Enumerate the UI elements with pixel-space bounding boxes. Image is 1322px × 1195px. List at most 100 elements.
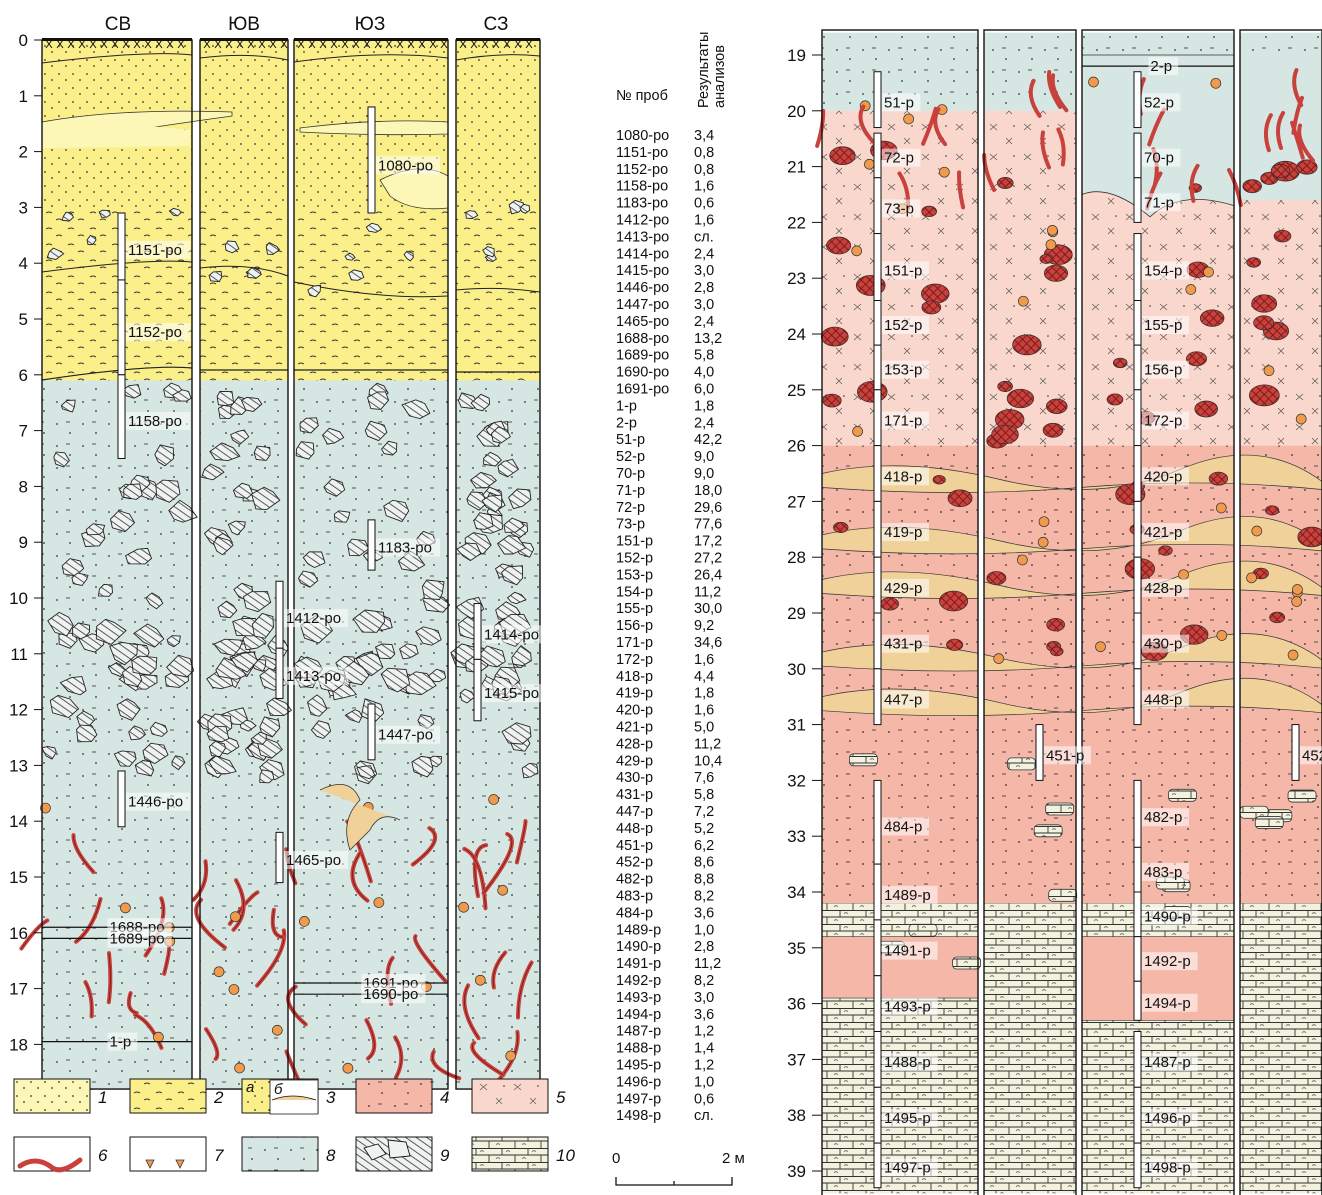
boundary-lines-top <box>41 53 541 64</box>
table-result-value: 29,6 <box>694 500 722 516</box>
clast-hatch <box>497 535 526 554</box>
clast-hatch <box>154 444 174 466</box>
sample-label: 51-р <box>884 94 914 111</box>
sample-label: 1080-ро <box>378 157 433 174</box>
table-sample-id: 154-р <box>616 584 653 600</box>
red-clast-grid <box>1043 423 1063 438</box>
clast-hatch <box>125 548 152 564</box>
red-clast-grid <box>821 327 849 347</box>
topsoil-mark <box>341 39 349 49</box>
clast-hatch <box>252 613 274 639</box>
table-sample-id: 1487-р <box>616 1024 661 1040</box>
orange-mineral <box>1047 224 1058 236</box>
sample-bar <box>1133 980 1142 1021</box>
sample-label-bg <box>126 411 191 430</box>
sample-label: 1689-ро <box>110 930 165 947</box>
sample-label-bg <box>376 538 441 557</box>
clast-hatch <box>348 269 364 281</box>
table-result-value: 3,0 <box>694 263 714 279</box>
clast-hatch <box>50 695 79 718</box>
table-sample-id: 1491-р <box>616 956 661 972</box>
table-result-value: 1,6 <box>694 179 714 195</box>
depth-label-right: 19 <box>787 46 806 65</box>
vein <box>1276 110 1286 150</box>
depth-scale-right: 1920212223242526272829303132333435363738… <box>787 46 822 1181</box>
table-sample-id: 447-р <box>616 804 653 820</box>
orange-mineral <box>228 984 240 995</box>
table-sample-id: 1465-ро <box>616 314 669 330</box>
depth-label-left: 9 <box>19 533 28 552</box>
table-sample-id: 73-р <box>616 517 645 533</box>
clast-hatch <box>402 399 430 419</box>
table-sample-id: 1689-ро <box>616 348 669 364</box>
sample-bar <box>1133 1086 1142 1144</box>
table-sample-id: 52-р <box>616 449 645 465</box>
table-result-value: 6,2 <box>694 838 714 854</box>
sample-label-bg <box>284 850 349 869</box>
legend-swatch-pattern-2 <box>130 1079 206 1113</box>
legend-3a-letter: а <box>246 1079 254 1096</box>
depth-label-right: 29 <box>787 604 806 623</box>
red-clast-grid <box>939 591 968 611</box>
table-sample-id: 1497-р <box>616 1091 661 1107</box>
sample-bar <box>873 919 882 977</box>
topsoil-mark <box>352 39 360 49</box>
vein-outline <box>195 899 226 948</box>
vein-outline <box>492 952 506 988</box>
clast-hatch <box>477 646 506 667</box>
vein <box>1056 127 1066 167</box>
red-clast-grid <box>921 206 937 217</box>
clast-hatch <box>343 661 369 685</box>
sample-label-bg <box>1142 952 1198 971</box>
sample-label-bg <box>1142 1108 1198 1127</box>
clast-hatch <box>58 632 78 649</box>
topsoil-mark <box>144 39 152 49</box>
red-clast-grid <box>1246 257 1261 268</box>
tan-band-1 <box>821 516 1322 555</box>
table-result-value: 6,0 <box>694 382 714 398</box>
clast-hatch <box>259 769 274 783</box>
clast-hatch <box>491 427 511 444</box>
depth-label-right: 35 <box>787 939 806 958</box>
table-sample-id: 482-р <box>616 872 653 888</box>
clast-hatch <box>383 500 409 522</box>
table-result-value: 30,0 <box>694 601 722 617</box>
clast-hatch <box>307 285 321 297</box>
clast-hatch <box>415 626 442 646</box>
red-clast-grid <box>822 394 842 408</box>
table-sample-id: 1691-ро <box>616 382 669 398</box>
clast-hatch <box>366 223 382 233</box>
orange-mineral <box>1292 584 1303 595</box>
table-sample-id: 1488-р <box>616 1041 661 1057</box>
red-clast-grid <box>991 425 1019 444</box>
sample-label: 52-р <box>1144 94 1174 111</box>
clast-hatch <box>381 441 397 456</box>
topsoil-mark <box>319 39 327 49</box>
sample-label: 1494-р <box>1144 995 1191 1012</box>
table-sample-id: 152-р <box>616 551 653 567</box>
topsoil-mark <box>330 39 338 49</box>
depth-label-right: 26 <box>787 437 806 456</box>
legend-number-8: 8 <box>326 1146 336 1165</box>
orange-mineral <box>1291 596 1303 607</box>
depth-label-right: 39 <box>787 1162 806 1181</box>
sample-bar <box>1035 724 1044 781</box>
sample-label: 1412-ро <box>286 610 341 627</box>
red-clast-grid <box>1050 647 1064 656</box>
clast-hatch <box>172 755 185 770</box>
right-section-columns <box>815 29 1322 1195</box>
sample-label: 448-р <box>1144 691 1182 708</box>
clast-hatch <box>404 251 414 261</box>
sample-bar <box>1133 132 1142 179</box>
right-column-border-3 <box>1239 29 1322 1195</box>
sample-label-bg <box>1142 411 1189 430</box>
sample-bar <box>873 668 882 726</box>
topsoil-mark <box>396 39 404 49</box>
sample-label: 1690-ро <box>363 986 418 1003</box>
red-clast-grid <box>1271 164 1290 178</box>
table-header-results-2: анализов <box>712 45 728 108</box>
orange-mineral <box>1210 77 1222 89</box>
sample-label-bg <box>361 985 426 1004</box>
topsoil-mark <box>155 39 163 49</box>
